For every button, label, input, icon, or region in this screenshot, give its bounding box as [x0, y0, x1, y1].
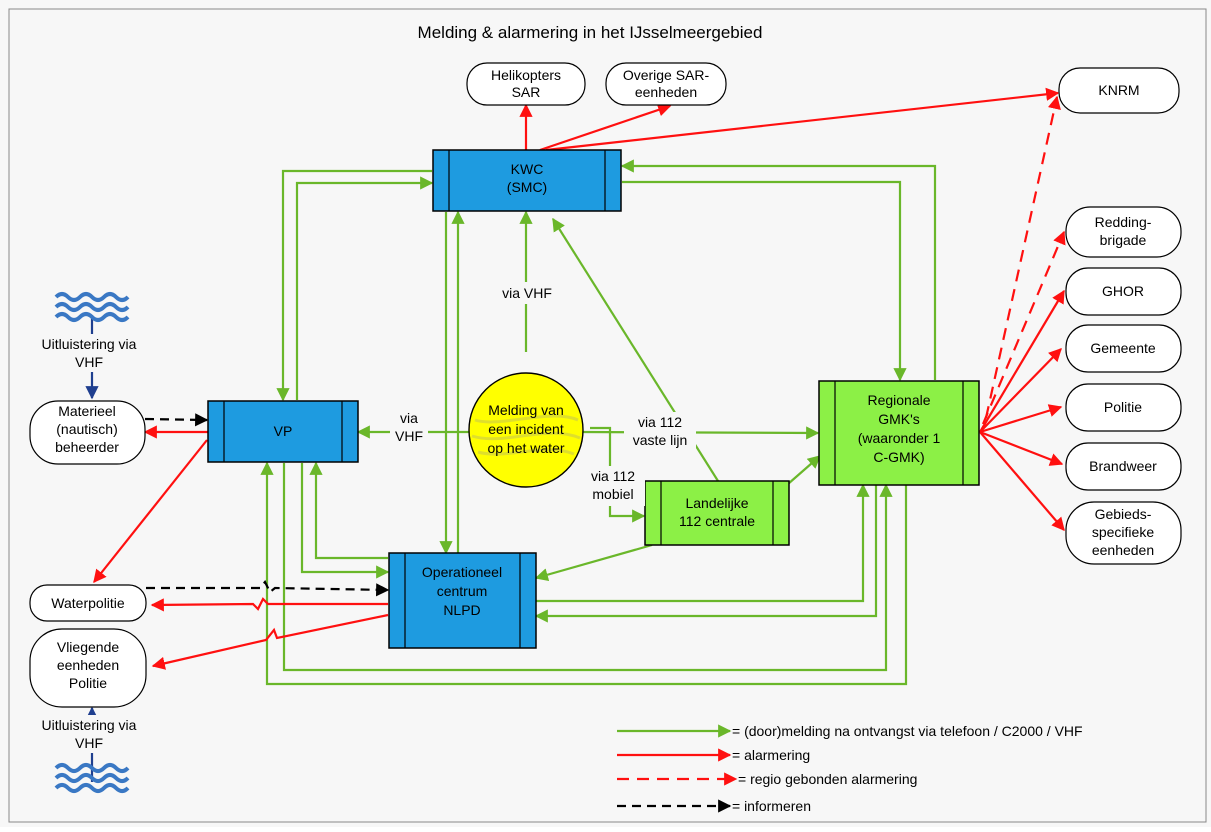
operationeel-to-waterpolitie-arrow [150, 597, 388, 612]
legend-red-item: = alarmering [617, 747, 810, 763]
label-via-vhf-top: via VHF [491, 282, 563, 304]
svg-text:Brandweer: Brandweer [1089, 458, 1157, 474]
vp-to-operationeel-arrow [300, 463, 390, 579]
vp-to-regionale-arrow [282, 463, 893, 672]
vp-to-kwc-arrow [295, 176, 434, 400]
regionale-to-redding-dashed-arrow [981, 230, 1066, 425]
regionale-to-brandweer-arrow [979, 430, 1064, 466]
kwc-smc-node: KWC(SMC) [432, 149, 622, 212]
operationeel-to-vp-arrow [309, 461, 388, 560]
svg-text:Materieel(nautisch)beheerder: Materieel(nautisch)beheerder [55, 403, 119, 455]
red-connections [93, 87, 1066, 670]
knrm-node: KNRM [1058, 67, 1180, 114]
svg-text:= alarmering: = alarmering [732, 747, 810, 763]
diagram-title: Melding & alarmering in het IJsselmeerge… [418, 23, 763, 42]
regionale-to-gemeente-arrow [979, 348, 1062, 433]
vp-to-waterpolitie-arrow [93, 439, 208, 584]
regionale-to-operationeel-arrow [534, 485, 878, 623]
svg-text:Overige SAR-eenheden: Overige SAR-eenheden [623, 67, 710, 100]
svg-text:GHOR: GHOR [1102, 283, 1144, 299]
regionale-to-kwc-arrow [620, 159, 937, 380]
kwc-to-knrm-arrow [545, 87, 1060, 152]
svg-text:Gemeente: Gemeente [1090, 340, 1156, 356]
regionale-to-vp-arrow [260, 461, 908, 686]
legend: = (door)melding na ontvangst via telefoo… [617, 723, 1083, 814]
regionale-to-ghor-arrow [979, 289, 1065, 433]
overige-sar-node: Overige SAR-eenheden [605, 62, 727, 106]
svg-text:KNRM: KNRM [1098, 82, 1139, 98]
regionale-to-politie-arrow [979, 404, 1063, 434]
gemeente-node: Gemeente [1065, 324, 1182, 373]
landelijke-to-operationeel-arrow [534, 543, 653, 582]
operationeel-to-regionale-arrow [536, 483, 870, 603]
regionale-to-knrm-dashed-arrow [984, 95, 1061, 419]
kwc-to-overige-sar-arrow [539, 103, 672, 152]
vp-node: VP [207, 400, 359, 463]
ghor-node: GHOR [1065, 267, 1182, 316]
brandweer-node: Brandweer [1065, 442, 1182, 491]
diagram-frame [8, 8, 1207, 823]
green-connections [260, 159, 937, 686]
water-waves-top-icon [54, 292, 130, 322]
svg-text:= (door)melding na ontvangst v: = (door)melding na ontvangst via telefoo… [732, 723, 1083, 739]
materieel-beheerder-node: Materieel(nautisch)beheerder [29, 400, 146, 465]
svg-text:KWC(SMC): KWC(SMC) [507, 161, 547, 195]
svg-text:Redding-brigade: Redding-brigade [1095, 214, 1152, 248]
svg-text:Waterpolitie: Waterpolitie [51, 595, 125, 611]
legend-black-dashed-item: = informeren [617, 798, 811, 814]
svg-text:VP: VP [274, 423, 293, 439]
inform-connections [144, 413, 390, 597]
melding-to-regionale-arrow [579, 426, 820, 440]
kwc-to-regionale-arrow [622, 180, 907, 382]
reddingbrigade-node: Redding-brigade [1065, 206, 1182, 258]
waterpolitie-to-operationeel-dashed-arrow [146, 580, 390, 597]
politie-node: Politie [1065, 383, 1182, 432]
svg-text:via VHF: via VHF [502, 285, 552, 301]
regionale-to-gebied-arrow [979, 431, 1065, 532]
operationeel-to-vliegende-arrow [151, 613, 389, 670]
legend-green-item: = (door)melding na ontvangst via telefoo… [617, 723, 1083, 739]
kwc-to-vp-arrow [276, 169, 432, 402]
svg-text:Politie: Politie [1104, 399, 1142, 415]
waterpolitie-node: Waterpolitie [29, 584, 147, 622]
legend-red-dashed-item: = regio gebonden alarmering [617, 771, 917, 787]
svg-text:= regio gebonden alarmering: = regio gebonden alarmering [738, 771, 917, 787]
svg-text:= informeren: = informeren [732, 798, 811, 814]
landelijke-to-regionale-arrow [787, 455, 821, 485]
materieel-to-vp-dashed-arrow [144, 413, 209, 427]
water-waves-bottom-icon [54, 763, 130, 793]
